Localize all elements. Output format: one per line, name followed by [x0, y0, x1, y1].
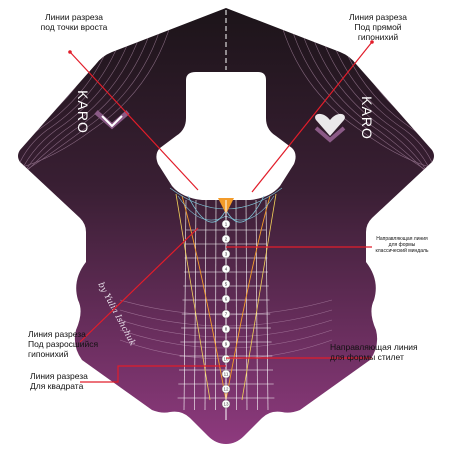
label-line: Под разросшийся [28, 339, 99, 349]
scale-mark-circle [221, 384, 231, 394]
label-line: Линия разреза [349, 12, 407, 22]
label-line: Направляющая линия [330, 342, 418, 352]
contour-line [279, 19, 434, 171]
label-line: для формы стилет [330, 352, 404, 362]
pointer-straight-hyponychium [251, 41, 373, 193]
almond-guide-curve-left [175, 193, 211, 401]
grid-vertical-line [215, 199, 217, 411]
scale-mark-number: 10 [223, 357, 229, 362]
label-line: гипонихий [357, 32, 399, 42]
scale-mark-number: 1 [225, 222, 228, 227]
grid-vertical-line [194, 199, 197, 411]
label-line: Линия разреза [28, 329, 86, 339]
scale-mark-number: 11 [224, 372, 229, 377]
finger-cutout [156, 72, 296, 200]
contour-line [18, 19, 164, 180]
karo-chevron-logo-icon [94, 110, 130, 130]
scale-mark-circle [221, 339, 231, 349]
label-line: Линия разреза [30, 371, 88, 381]
scale-mark-circle [221, 294, 231, 304]
scale-mark-circle [221, 249, 231, 259]
label-line: для формы [388, 242, 416, 248]
scale-mark-number: 12 [223, 387, 229, 392]
karo-heart-chevron-logo-icon [314, 113, 346, 143]
pointer-square [80, 365, 226, 383]
contour-line [18, 19, 155, 189]
scale-mark-circle [221, 219, 231, 229]
scale-mark-number: 2 [225, 237, 228, 242]
scale-mark-circle [221, 399, 231, 409]
grid-vertical-line [204, 199, 207, 411]
scale-mark-circle [221, 279, 231, 289]
label-pointer-lines [69, 41, 373, 383]
label-line: Линии разреза [44, 12, 104, 22]
scale-mark-number: 9 [225, 342, 228, 347]
label-line: Направляющая линия [376, 236, 428, 242]
contour-line [324, 19, 434, 216]
grid-vertical-line [245, 199, 248, 411]
brand-right-text: KARO [359, 96, 375, 140]
scale-mark-number: 4 [225, 267, 228, 272]
pointer-growth-point [69, 51, 199, 191]
grid-vertical-line [265, 199, 269, 411]
contour-line [333, 19, 434, 225]
label-line: Под прямой [354, 22, 402, 32]
grid-vertical-line [255, 199, 258, 411]
contour-line [18, 19, 119, 225]
scale-mark-circle [221, 354, 231, 364]
scale-mark-circle [221, 369, 231, 379]
label-line: классический миндаль [375, 248, 429, 254]
label-line: Для квадрата [30, 381, 84, 391]
scale-mark-number: 8 [225, 327, 228, 332]
grid-vertical-line [235, 199, 237, 411]
label-line: под точки вроста [40, 22, 108, 32]
almond-guide-curve-right [241, 193, 277, 401]
label-line: гипонихий [28, 349, 69, 359]
contour-line [18, 19, 128, 216]
grid-vertical-line [183, 199, 187, 411]
brand-left-text: KARO [75, 90, 91, 134]
pointer-dot-top-right [370, 40, 374, 44]
scale-mark-number: 6 [225, 297, 228, 302]
pointer-dot-top [68, 50, 72, 54]
pointer-overgrown-hyponychium [79, 227, 199, 343]
scale-mark-circle [221, 324, 231, 334]
contour-line [288, 19, 434, 180]
scale-mark-number: 5 [225, 282, 228, 287]
scale-mark-circle [221, 264, 231, 274]
contour-line [297, 19, 434, 189]
scale-mark-circle [221, 234, 231, 244]
contour-line [18, 19, 173, 171]
scale-mark-number: 7 [225, 312, 228, 317]
scale-mark-number: 3 [225, 252, 228, 257]
scale-mark-circle [221, 309, 231, 319]
scale-mark-number: 13 [223, 402, 229, 407]
